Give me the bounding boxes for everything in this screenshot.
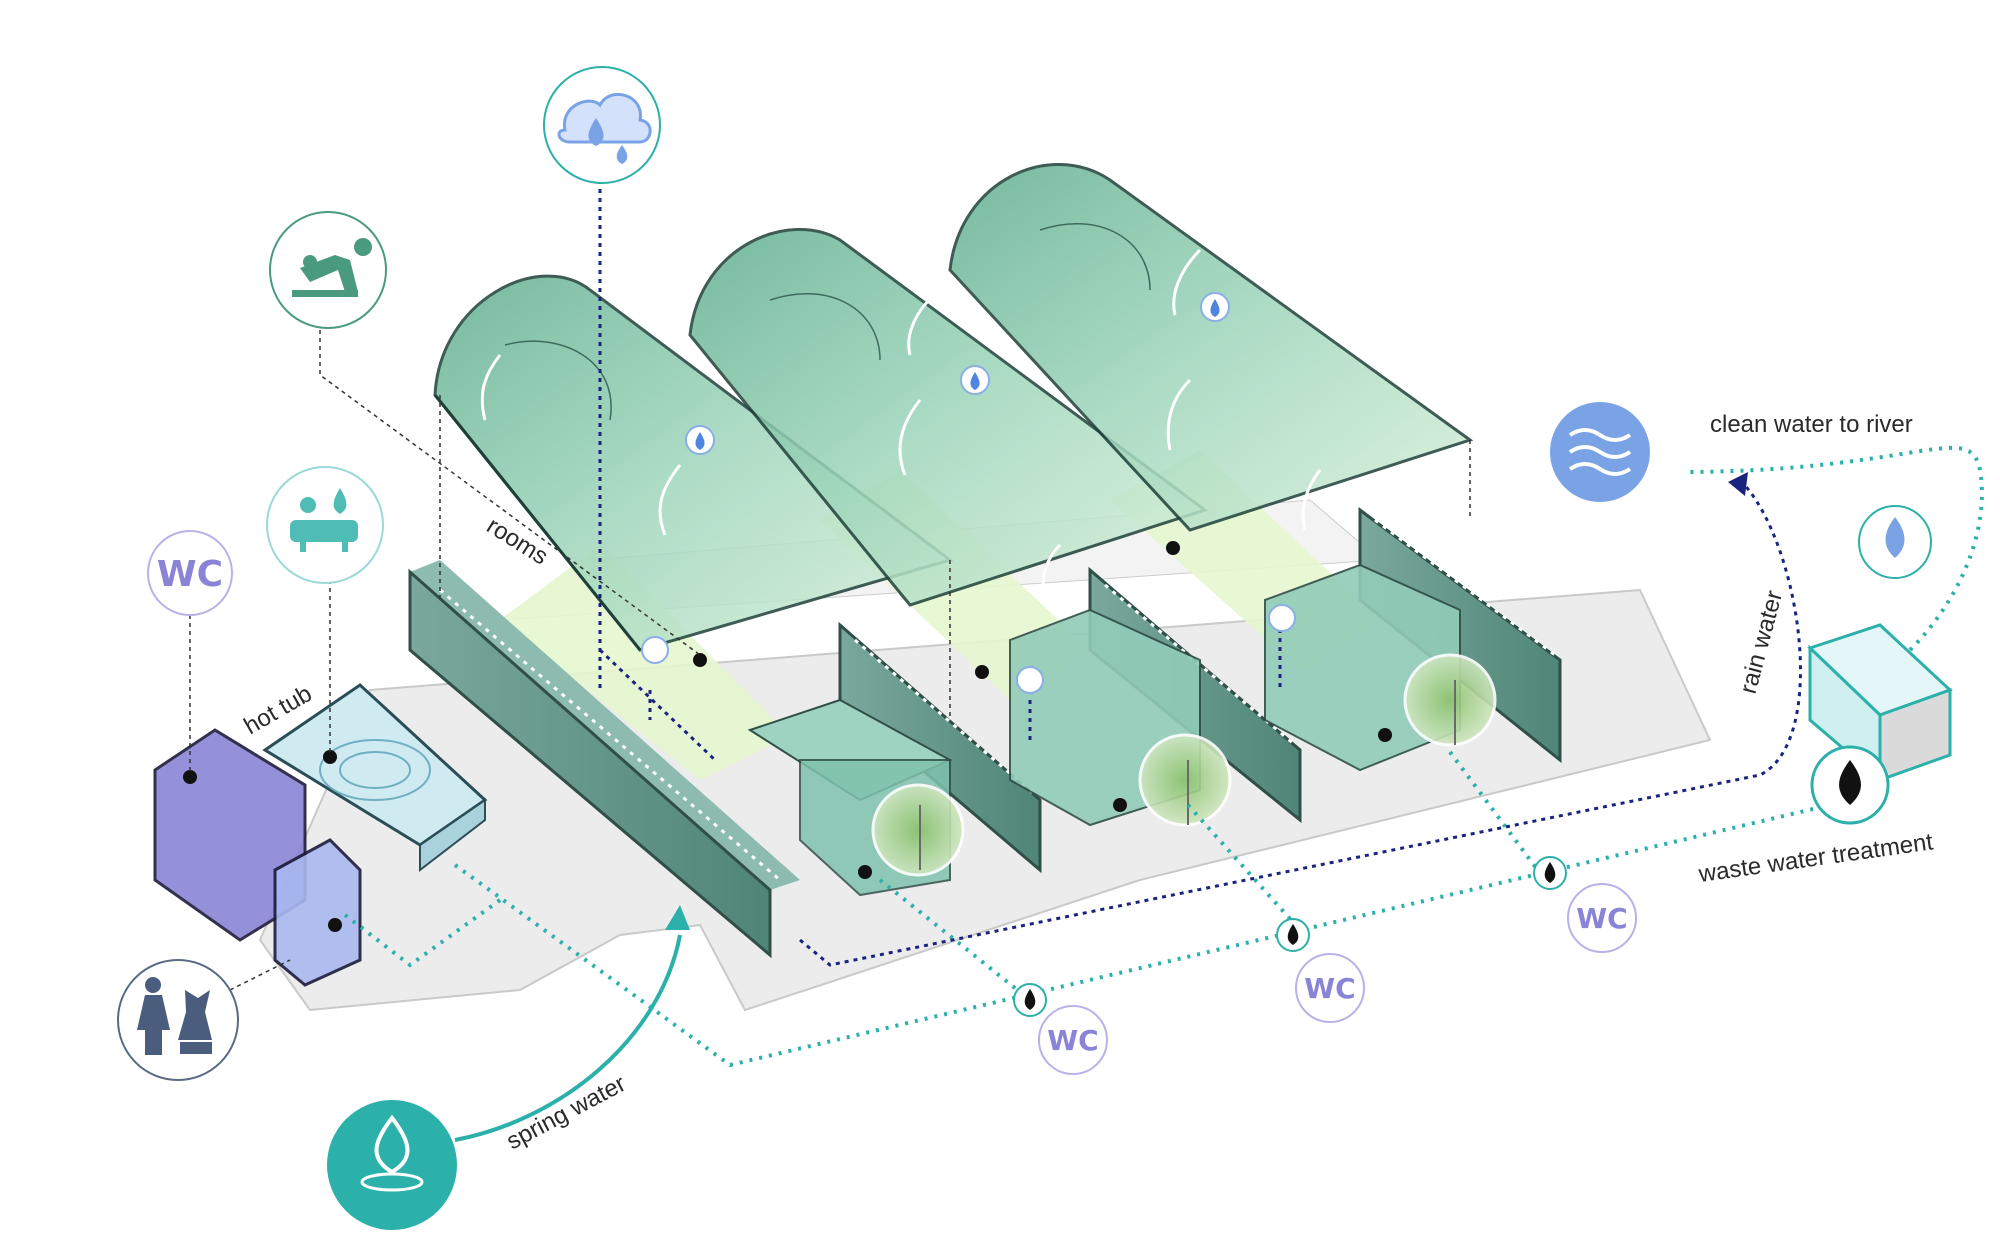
tree-2 xyxy=(1138,733,1232,827)
waste-water-drop-icon xyxy=(1810,745,1890,825)
spring-water-label: spring water xyxy=(502,1070,630,1155)
rain-water-label: rain water xyxy=(1735,588,1788,697)
wc-badge-3: WC xyxy=(1567,883,1637,953)
clean-water-label: clean water to river xyxy=(1710,411,1913,438)
leader-lines xyxy=(189,330,1471,991)
wc-label: WC xyxy=(1304,972,1355,1005)
clean-water-drop-icon xyxy=(1858,505,1932,579)
waste-drop-markers xyxy=(1013,856,1567,1017)
tree-1 xyxy=(871,783,965,877)
wc-badge-1: WC xyxy=(1038,1005,1108,1075)
river-waves-icon xyxy=(1550,402,1650,502)
wc-badge-2: WC xyxy=(1295,953,1365,1023)
spring-water-icon xyxy=(327,1100,457,1230)
rain-water-arrow xyxy=(1728,472,1748,496)
wc-label: WC xyxy=(1576,902,1627,935)
roof-runoff-arrows xyxy=(480,248,1322,601)
spring-water-arrow xyxy=(454,905,690,1142)
rain-cloud-icon xyxy=(543,66,661,184)
long-wall-2 xyxy=(838,621,1042,874)
drop-markers xyxy=(641,292,1296,694)
spring-water-pipes xyxy=(343,445,1984,1068)
tree-3 xyxy=(1403,653,1497,747)
waste-water-label: waste water treatment xyxy=(1696,828,1935,888)
vaulted-roof-2 xyxy=(688,228,1209,607)
long-wall-1 xyxy=(408,560,800,959)
vaulted-roof-3 xyxy=(948,163,1474,532)
vaulted-roof-1 xyxy=(433,274,954,652)
bath-icon xyxy=(266,466,384,584)
hot-tub xyxy=(262,683,488,873)
changing-room-icon xyxy=(117,959,239,1081)
massage-icon xyxy=(269,211,387,329)
wc-label: WC xyxy=(1047,1024,1098,1057)
wc-icon: WC xyxy=(147,530,233,616)
wc-label: WC xyxy=(157,554,223,595)
